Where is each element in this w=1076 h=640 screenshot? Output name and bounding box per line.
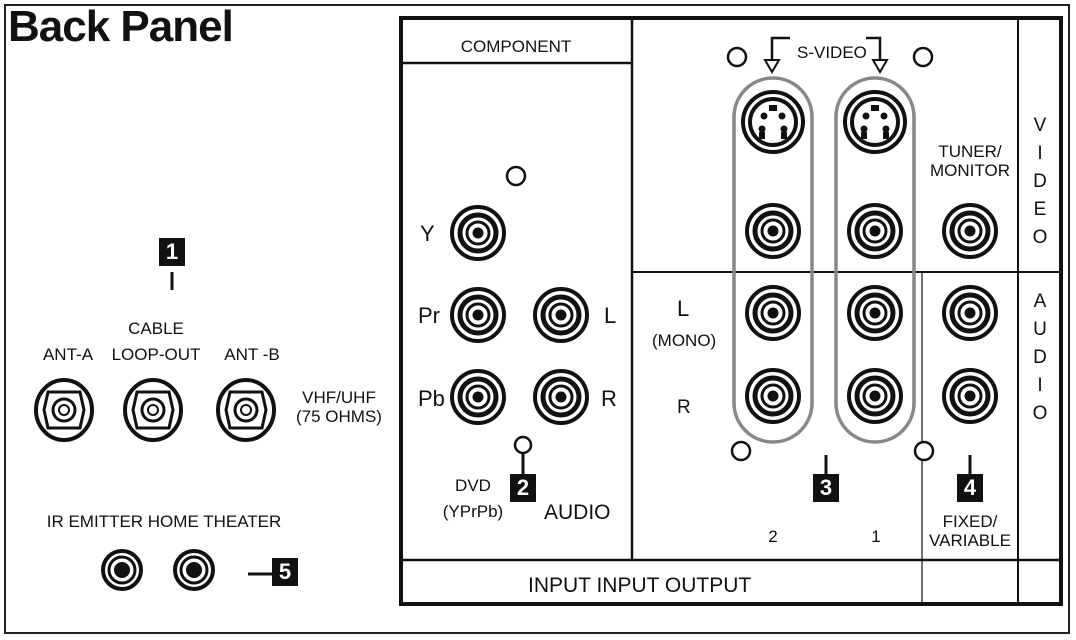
- callout-badge-1: 1: [159, 238, 185, 266]
- ohms-label: (75 OHMS): [296, 407, 382, 426]
- component-l-label: L: [604, 303, 617, 328]
- ir-emitter-jack-2: [173, 549, 215, 591]
- vhf-uhf-label: VHF/UHF: [302, 388, 376, 407]
- input-1-loop: [834, 76, 916, 444]
- s-video-label: S-VIDEO: [795, 43, 869, 62]
- component-header: COMPONENT: [460, 37, 572, 56]
- cable-label: CABLE: [128, 319, 184, 338]
- monitor-label: MONITOR: [930, 161, 1010, 180]
- input-2-loop: [732, 76, 814, 444]
- ant-a-connector: [34, 378, 94, 442]
- panel-frame: [4, 4, 1070, 634]
- input-2-label: 2: [768, 527, 778, 546]
- tuner-label: TUNER/: [938, 142, 1002, 161]
- component-r-label: R: [601, 386, 617, 411]
- audio-r-row-label: R: [677, 397, 691, 418]
- audio-vertical-label: A U D I O: [1032, 291, 1048, 424]
- ant-a-label: ANT-A: [42, 345, 94, 364]
- component-audio-label: AUDIO: [544, 501, 611, 524]
- ant-b-connector: [216, 378, 276, 442]
- video-2-jack: [747, 205, 799, 257]
- component-pb-jack: [452, 371, 504, 423]
- video-output-jack: [944, 205, 996, 257]
- page-title: Back Panel: [8, 2, 234, 51]
- component-audio-r-jack: [535, 371, 587, 423]
- component-pr-jack: [452, 289, 504, 341]
- audio-l-2-jack: [747, 287, 799, 339]
- callout-badge-5: 5: [272, 558, 298, 586]
- audio-l-1-jack: [849, 287, 901, 339]
- video-vertical-label: V I D E O: [1032, 115, 1048, 248]
- s-video-1-jack: [843, 90, 907, 154]
- fixed-label: FIXED/: [942, 512, 998, 531]
- loop-out-label: LOOP-OUT: [111, 345, 201, 364]
- component-pr-label: Pr: [418, 303, 440, 328]
- mono-label: (MONO): [652, 331, 717, 350]
- component-audio-l-jack: [535, 289, 587, 341]
- audio-l-output-jack: [944, 287, 996, 339]
- audio-l-row-label: L: [677, 296, 690, 321]
- ir-emitter-jack-1: [101, 549, 143, 591]
- cable-loop-out-connector: [123, 378, 183, 442]
- component-y-label: Y: [420, 221, 435, 246]
- ant-b-label: ANT -B: [224, 345, 280, 364]
- footer-label: INPUT INPUT OUTPUT: [528, 574, 752, 597]
- input-1-label: 1: [871, 527, 881, 546]
- callout-badge-3: 3: [813, 474, 839, 502]
- video-1-jack: [849, 205, 901, 257]
- audio-r-2-jack: [747, 370, 799, 422]
- callout-badge-4: 4: [957, 474, 983, 502]
- component-indicator: [505, 165, 527, 187]
- audio-r-output-jack: [944, 370, 996, 422]
- dvd-label: DVD: [455, 476, 491, 495]
- component-y-jack: [452, 207, 504, 259]
- variable-label: VARIABLE: [929, 531, 1011, 550]
- main-box: [399, 16, 1063, 606]
- audio-r-1-jack: [849, 370, 901, 422]
- component-pb-label: Pb: [418, 386, 445, 411]
- ir-emitter-label: IR EMITTER HOME THEATER: [46, 512, 282, 531]
- callout-badge-2: 2: [510, 474, 536, 502]
- s-video-2-jack: [741, 90, 805, 154]
- yprpb-label: (YPrPb): [442, 502, 504, 521]
